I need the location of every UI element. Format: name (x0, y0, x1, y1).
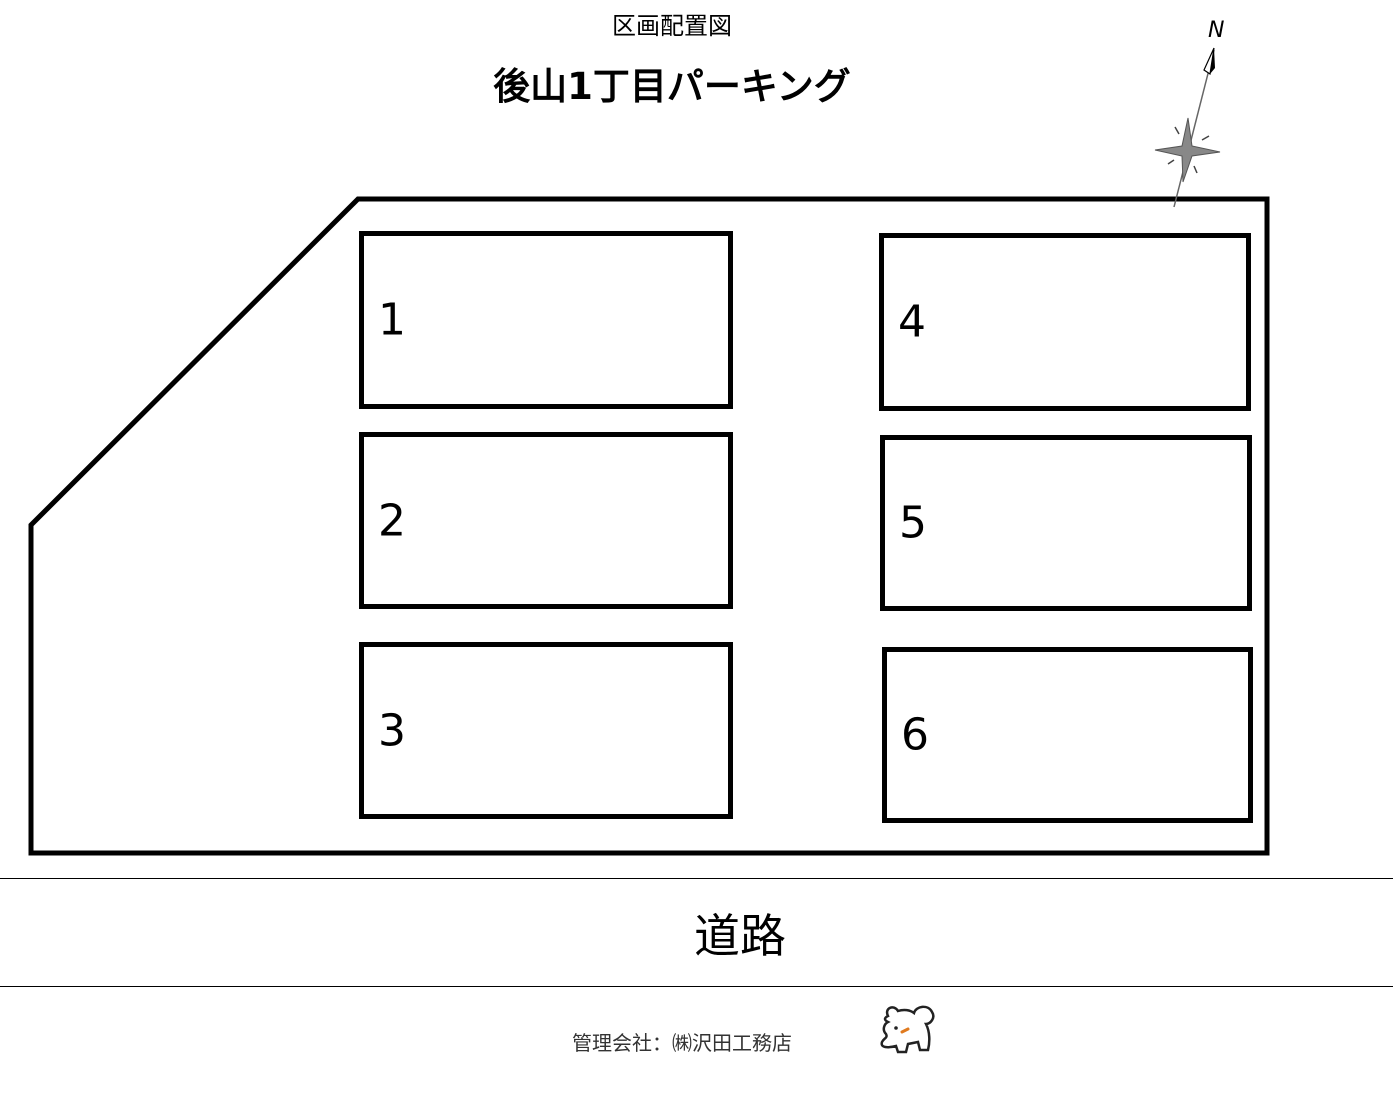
mascot-logo-icon (880, 1005, 935, 1054)
parking-space-2[interactable]: 2 (359, 432, 733, 609)
management-company: 管理会社：㈱沢田工務店 (572, 1031, 792, 1055)
space-number: 3 (378, 705, 406, 756)
space-number: 5 (899, 497, 927, 549)
space-number: 1 (378, 294, 406, 346)
parking-space-5[interactable]: 5 (880, 435, 1252, 611)
compass-icon (1154, 47, 1221, 208)
parking-space-4[interactable]: 4 (879, 233, 1251, 411)
space-number: 6 (901, 709, 929, 761)
parking-space-6[interactable]: 6 (882, 647, 1253, 823)
compass-north-label: N (1208, 18, 1225, 43)
road-label: 道路 (694, 909, 786, 963)
parking-space-3[interactable]: 3 (359, 642, 733, 819)
parking-lot-title: 後山1丁目パーキング (493, 65, 851, 108)
space-number: 2 (378, 495, 406, 546)
road-edge-bottom (0, 986, 1393, 987)
parking-space-1[interactable]: 1 (359, 231, 733, 409)
diagram-subtitle: 区画配置図 (612, 12, 732, 40)
space-number: 4 (898, 296, 926, 348)
road-edge-top (0, 878, 1393, 879)
lot-boundary (28, 196, 1270, 856)
